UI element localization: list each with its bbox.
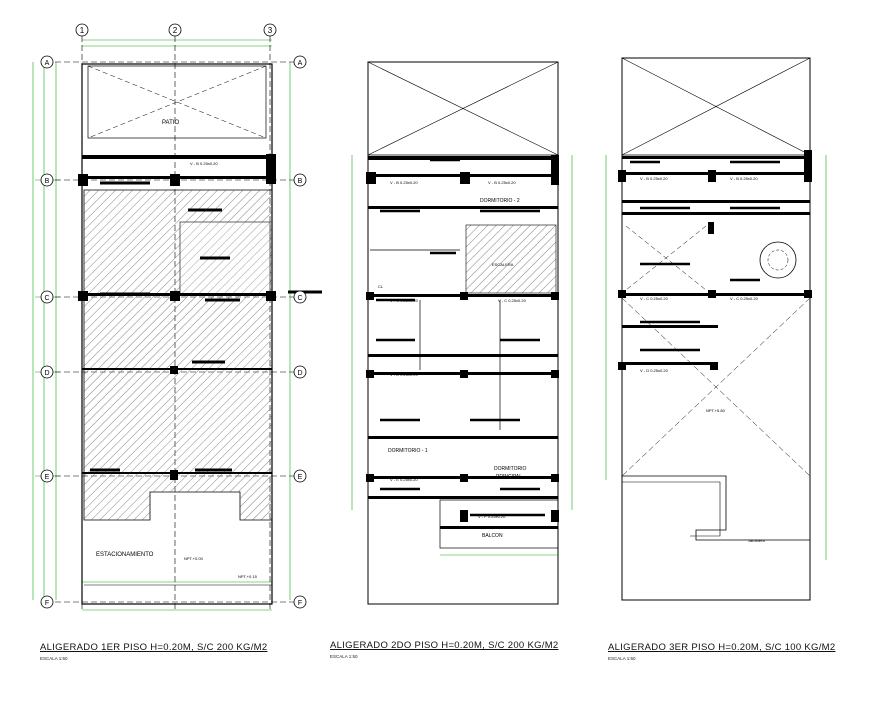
svg-text:V - B 0.25x0.20: V - B 0.25x0.20: [390, 180, 418, 185]
plan-first-floor: PATIO: [32, 36, 322, 611]
plan1-label-parking: ESTACIONAMIENTO: [96, 552, 154, 558]
svg-text:ESCALERA: ESCALERA: [492, 262, 514, 267]
svg-text:V - C 0.25x0.20: V - C 0.25x0.20: [390, 298, 419, 303]
plan1-title: ALIGERADO 1ER PISO H=0.20M, S/C 200 KG/M…: [40, 642, 268, 653]
svg-text:CL: CL: [378, 284, 384, 289]
plan3-dimension-lines: [605, 155, 827, 560]
plan1-label-level2: NPT.+0.15: [238, 574, 258, 579]
svg-text:V - F 0.25x0.20: V - F 0.25x0.20: [478, 514, 506, 519]
plan1-columns: [78, 154, 276, 480]
plan2-columns: [366, 155, 559, 522]
svg-text:V - C 0.25x0.20: V - C 0.25x0.20: [498, 298, 527, 303]
plan1-dimension-lines: [32, 39, 291, 611]
svg-text:V - B 0.25x0.20: V - B 0.25x0.20: [190, 161, 218, 166]
plan3-title: ALIGERADO 3ER PISO H=0.20M, S/C 100 KG/M…: [608, 642, 836, 653]
plan1-label-level: NPT.+0.00: [184, 556, 204, 561]
plan2-rebar-marks: [376, 158, 545, 517]
plan3-rebar-marks: [630, 160, 780, 352]
plan3-scale: ESCALA 1:50: [608, 656, 636, 661]
plan2-scale: ESCALA 1:50: [330, 654, 358, 659]
plan1-label-patio: PATIO: [162, 120, 179, 126]
svg-text:BALCON: BALCON: [482, 533, 503, 539]
svg-text:DORMITORIO - 2: DORMITORIO - 2: [480, 198, 520, 204]
plan3-beams: [622, 156, 810, 365]
svg-text:V - E 0.25x0.20: V - E 0.25x0.20: [390, 477, 418, 482]
svg-text:V - C 0.25x0.20: V - C 0.25x0.20: [640, 296, 669, 301]
plan3-columns: [618, 150, 812, 370]
svg-text:V - B 0.25x0.20: V - B 0.25x0.20: [488, 180, 516, 185]
svg-text:V - B 0.25x0.20: V - B 0.25x0.20: [730, 176, 758, 181]
plan2-dimension-lines: [351, 155, 573, 556]
svg-text:V - C 0.25x0.20: V - C 0.25x0.20: [730, 296, 759, 301]
plan-second-floor: V - B 0.25x0.20 V - B 0.25x0.20 V - C 0.…: [351, 61, 573, 605]
svg-text:DORMITORIO: DORMITORIO: [494, 466, 527, 472]
plan-third-floor: V - B 0.25x0.20 V - B 0.25x0.20 V - C 0.…: [605, 57, 827, 601]
svg-text:PRINCIPAL: PRINCIPAL: [496, 474, 522, 480]
svg-text:V - B 0.25x0.20: V - B 0.25x0.20: [640, 176, 668, 181]
plan2-title: ALIGERADO 2DO PISO H=0.20M, S/C 200 KG/M…: [330, 640, 559, 651]
svg-text:DORMITORIO - 1: DORMITORIO - 1: [388, 448, 428, 454]
svg-text:Jardinera: Jardinera: [748, 538, 765, 543]
svg-text:NPT.+5.80: NPT.+5.80: [706, 408, 726, 413]
svg-text:V - D 0.25x0.20: V - D 0.25x0.20: [640, 368, 669, 373]
svg-text:V - D 0.25x0.20: V - D 0.25x0.20: [390, 372, 419, 377]
plan1-scale: ESCALA 1:50: [40, 656, 68, 661]
